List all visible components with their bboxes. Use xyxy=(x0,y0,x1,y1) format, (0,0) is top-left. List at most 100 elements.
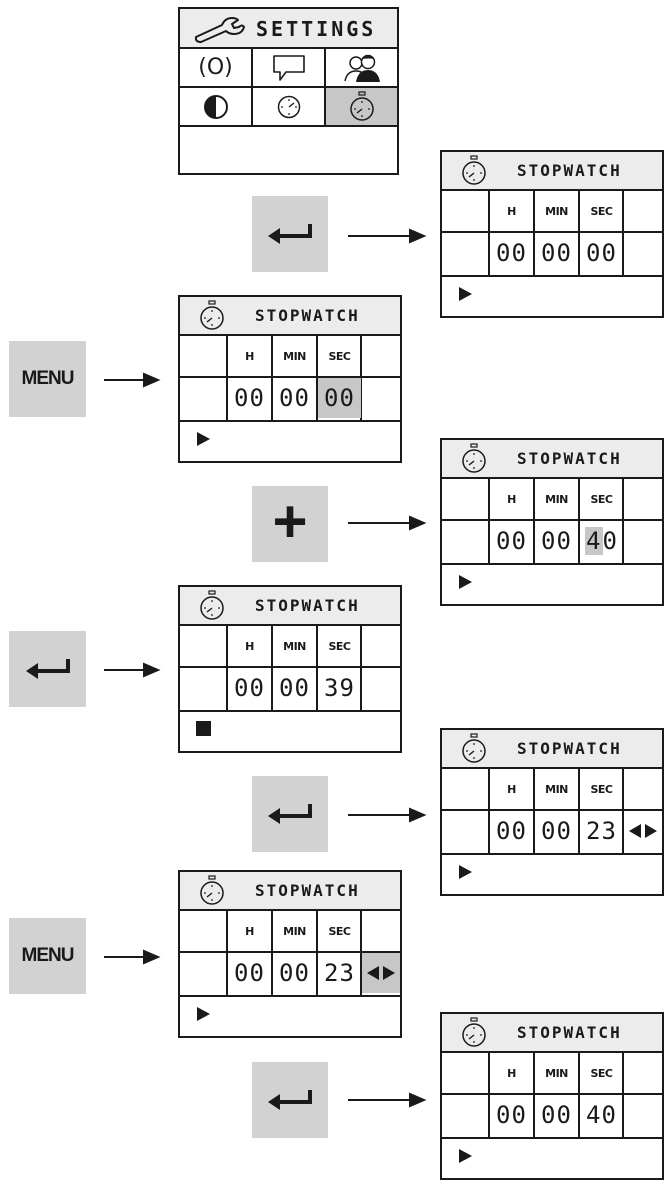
menu-key-label: MENU xyxy=(21,368,75,389)
play-icon[interactable] xyxy=(458,1148,474,1168)
table-divider xyxy=(226,626,228,712)
radio-waves-icon: (O) xyxy=(198,55,233,80)
play-icon[interactable] xyxy=(458,574,474,594)
table-divider xyxy=(533,191,535,277)
stopwatch-icon xyxy=(200,300,224,330)
menu-key[interactable]: MENU xyxy=(9,341,86,417)
table-divider xyxy=(622,479,624,565)
minutes-value[interactable]: 00 xyxy=(279,674,310,702)
col-header-minutes: MIN xyxy=(283,639,306,653)
table-divider xyxy=(316,911,318,997)
col-header-hours: H xyxy=(245,924,254,938)
seconds-value[interactable]: 23 xyxy=(586,817,617,845)
flow-arrow-head xyxy=(409,1092,427,1108)
settings-screen: SETTINGS (O) xyxy=(178,7,399,175)
stopwatch-icon xyxy=(462,733,486,763)
settings-item-clock[interactable] xyxy=(253,88,326,127)
seconds-value[interactable]: 00 xyxy=(586,239,617,267)
hours-value[interactable]: 00 xyxy=(496,1101,527,1129)
minutes-value[interactable]: 00 xyxy=(541,817,572,845)
settings-item-users[interactable] xyxy=(326,49,397,88)
seconds-value[interactable]: 00 xyxy=(318,378,361,418)
stopwatch-screen: STOPWATCH H MIN SEC 00 00 00 xyxy=(178,295,402,463)
col-header-seconds: SEC xyxy=(328,349,351,363)
flow-arrow-head xyxy=(409,515,427,531)
stopwatch-icon xyxy=(462,443,486,473)
table-divider xyxy=(271,626,273,712)
stopwatch-title: STOPWATCH xyxy=(255,596,360,615)
table-divider xyxy=(442,519,662,521)
seconds-value[interactable]: 39 xyxy=(324,674,355,702)
table-divider xyxy=(180,420,400,422)
settings-item-contrast[interactable] xyxy=(180,88,253,127)
col-header-hours: H xyxy=(245,349,254,363)
play-icon[interactable] xyxy=(458,286,474,306)
col-header-minutes: MIN xyxy=(545,782,568,796)
enter-arrow-icon xyxy=(268,804,312,824)
hours-value[interactable]: 00 xyxy=(496,239,527,267)
stopwatch-title: STOPWATCH xyxy=(255,306,360,325)
stopwatch-icon xyxy=(462,1017,486,1047)
table-divider xyxy=(488,479,490,565)
col-header-seconds: SEC xyxy=(328,639,351,653)
table-divider xyxy=(360,336,362,422)
col-header-minutes: MIN xyxy=(283,924,306,938)
hours-value[interactable]: 00 xyxy=(234,674,265,702)
stopwatch-header: STOPWATCH xyxy=(180,297,400,336)
table-divider xyxy=(226,911,228,997)
minutes-value[interactable]: 00 xyxy=(541,527,572,555)
settings-item-stopwatch[interactable] xyxy=(326,88,397,127)
flow-arrow-head xyxy=(409,228,427,244)
col-header-hours: H xyxy=(507,782,516,796)
col-header-hours: H xyxy=(507,1066,516,1080)
hours-value[interactable]: 00 xyxy=(234,384,265,412)
minutes-value[interactable]: 00 xyxy=(541,239,572,267)
menu-key[interactable]: MENU xyxy=(9,918,86,994)
play-icon[interactable] xyxy=(458,864,474,884)
table-divider xyxy=(442,231,662,233)
table-divider xyxy=(180,376,400,378)
table-divider xyxy=(180,710,400,712)
stopwatch-header: STOPWATCH xyxy=(442,152,662,191)
stopwatch-icon xyxy=(200,590,224,620)
enter-arrow-icon xyxy=(25,659,70,679)
col-header-minutes: MIN xyxy=(545,492,568,506)
users-icon xyxy=(343,54,380,82)
table-divider xyxy=(442,1137,662,1139)
hours-value[interactable]: 00 xyxy=(496,817,527,845)
table-divider xyxy=(360,626,362,712)
hours-value[interactable]: 00 xyxy=(496,527,527,555)
enter-key[interactable] xyxy=(252,196,328,272)
enter-key[interactable] xyxy=(252,776,328,852)
left-right-arrows-icon[interactable] xyxy=(624,811,662,851)
table-divider xyxy=(578,479,580,565)
plus-key[interactable]: + xyxy=(252,486,328,562)
minutes-value[interactable]: 00 xyxy=(541,1101,572,1129)
hours-value[interactable]: 00 xyxy=(234,959,265,987)
table-divider xyxy=(180,951,400,953)
table-divider xyxy=(488,1053,490,1139)
minutes-value[interactable]: 00 xyxy=(279,959,310,987)
seconds-value[interactable]: 40 xyxy=(586,1101,617,1129)
play-icon[interactable] xyxy=(196,1006,212,1026)
left-right-arrows-icon[interactable] xyxy=(362,953,400,993)
stop-icon[interactable] xyxy=(196,721,212,741)
col-header-minutes: MIN xyxy=(283,349,306,363)
settings-item-radio[interactable]: (O) xyxy=(180,49,253,88)
play-icon[interactable] xyxy=(196,431,212,451)
wrench-icon xyxy=(194,17,245,43)
table-divider xyxy=(622,191,624,277)
stopwatch-title: STOPWATCH xyxy=(517,739,622,758)
minutes-value[interactable]: 00 xyxy=(279,384,310,412)
seconds-value[interactable]: 23 xyxy=(324,959,355,987)
enter-key[interactable] xyxy=(9,631,86,707)
enter-key[interactable] xyxy=(252,1062,328,1138)
table-divider xyxy=(488,769,490,855)
stopwatch-header: STOPWATCH xyxy=(442,440,662,479)
stopwatch-title: STOPWATCH xyxy=(517,449,622,468)
settings-item-messages[interactable] xyxy=(253,49,326,88)
